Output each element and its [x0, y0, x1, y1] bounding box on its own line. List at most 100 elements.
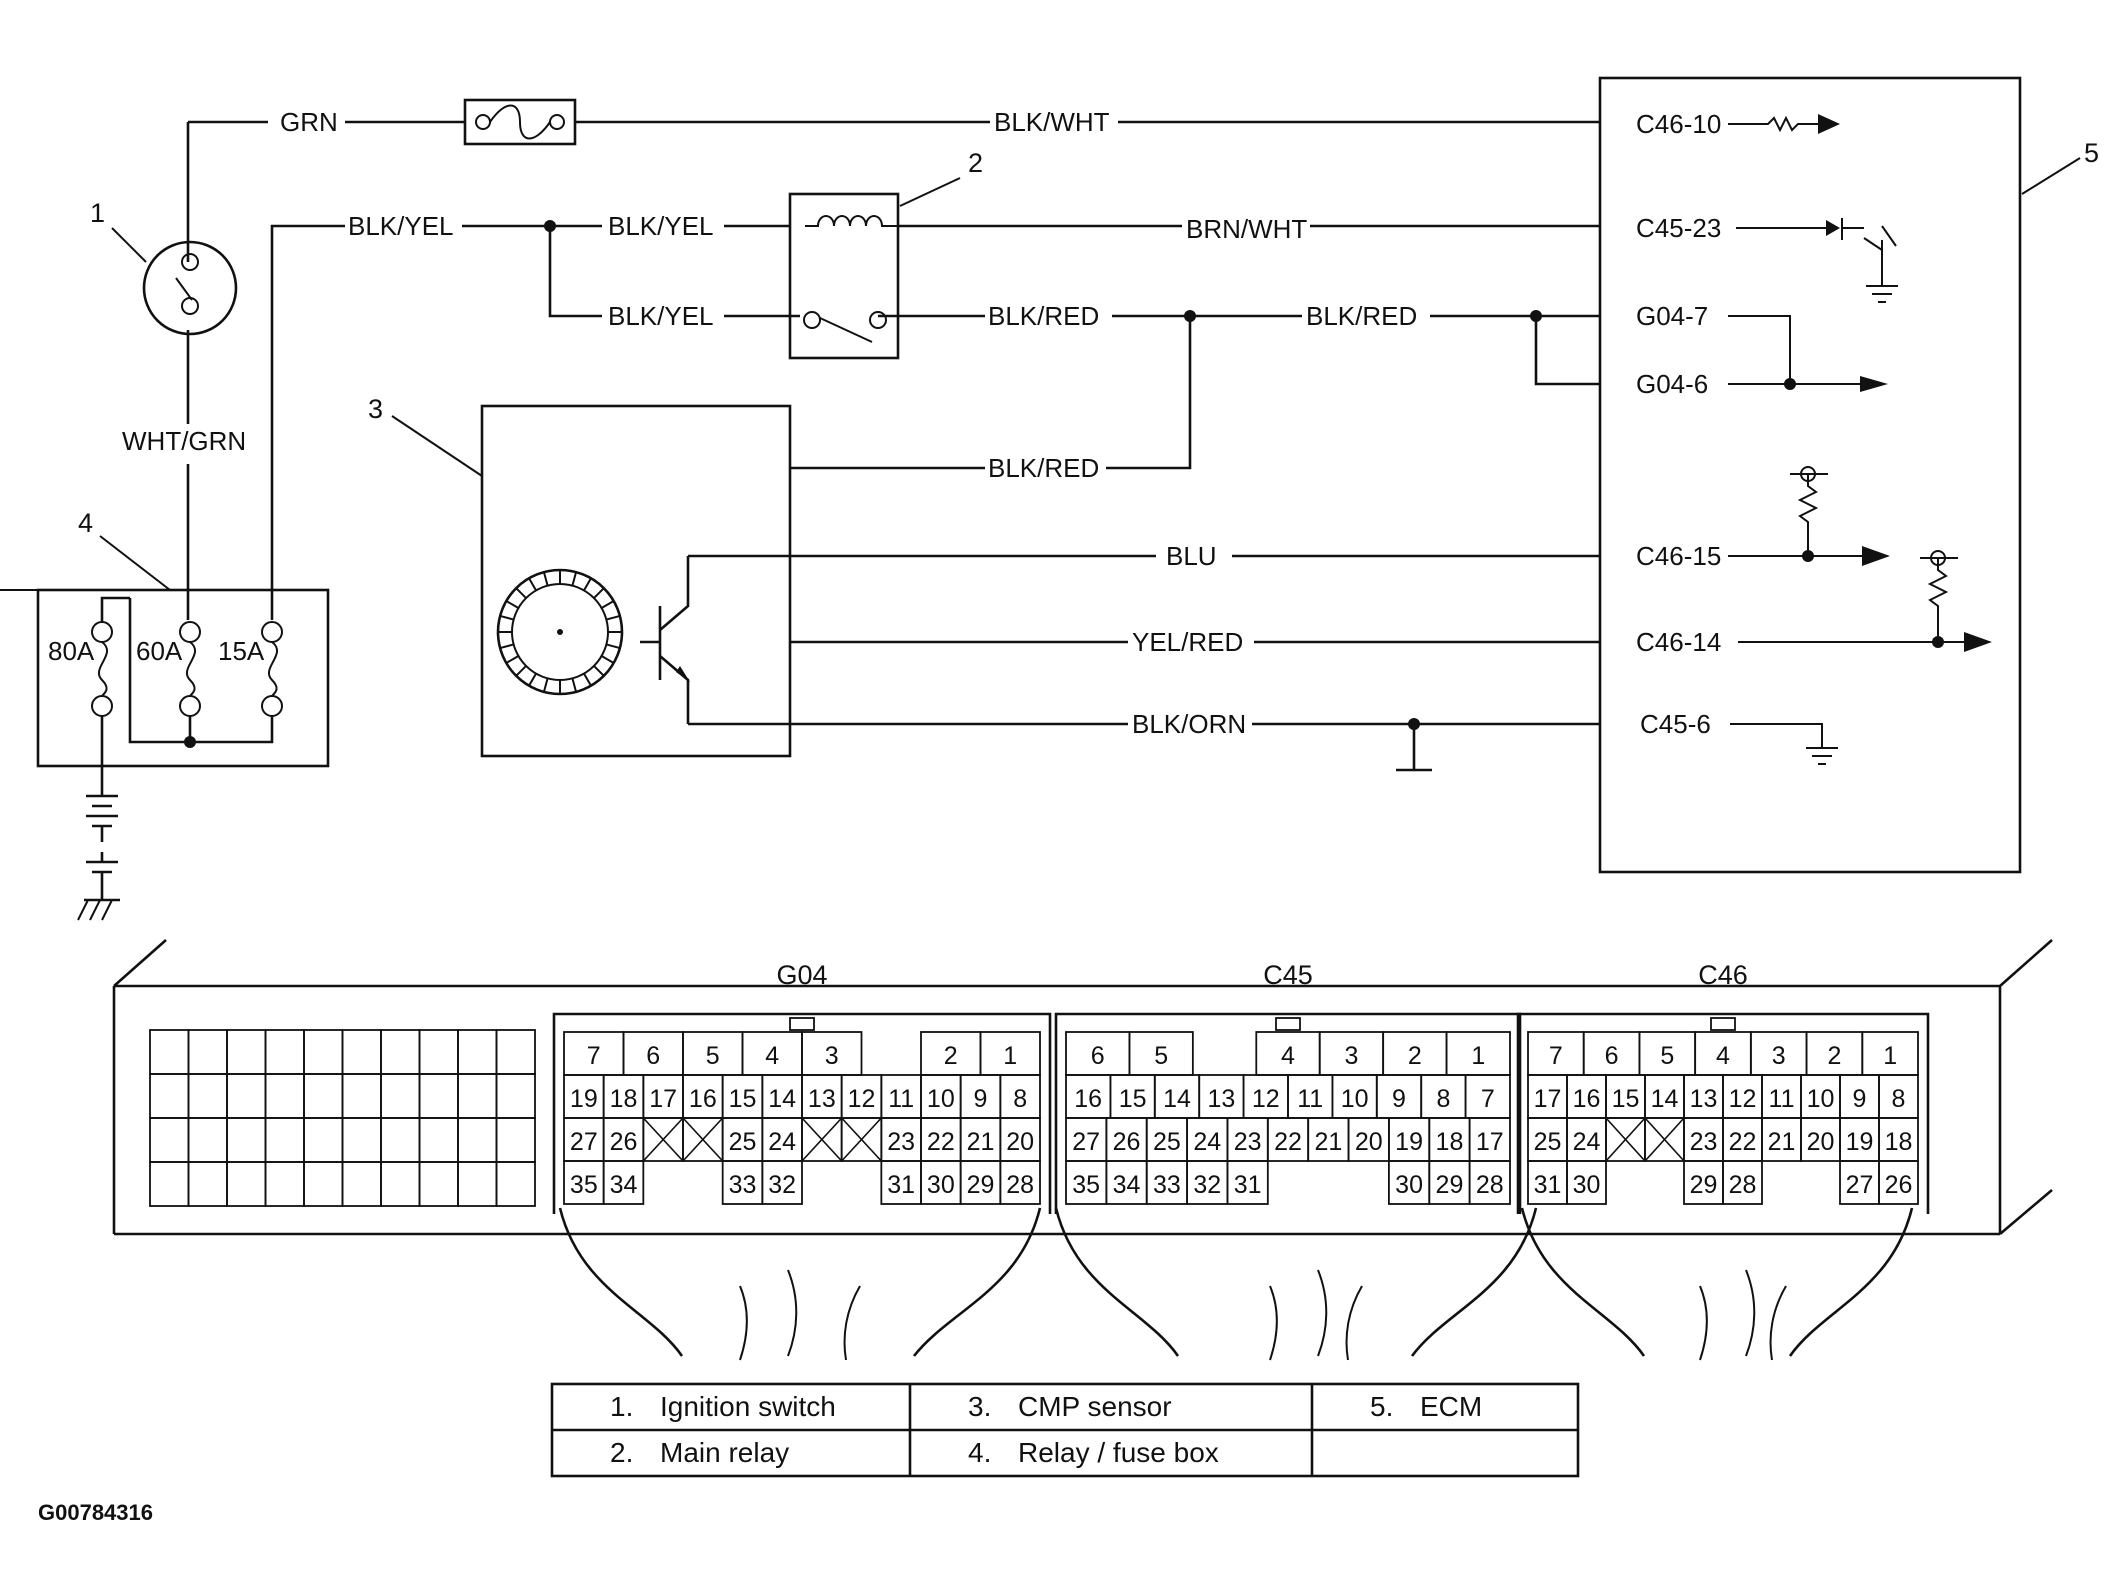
connector-pin: 28 — [1006, 1171, 1034, 1199]
connector-pin: 14 — [1163, 1085, 1191, 1113]
connector-pin: 5 — [1660, 1042, 1674, 1070]
relay-fuse-box: 4 80A 60A 15A — [0, 508, 330, 921]
connector-pin: 11 — [888, 1085, 914, 1113]
connector-pin: 13 — [808, 1085, 836, 1113]
junction-dot — [1184, 310, 1196, 322]
connector-name: C45 — [1263, 960, 1313, 990]
connector-pin: 23 — [1690, 1128, 1718, 1156]
connector-pin: 35 — [570, 1171, 598, 1199]
connector-pin: 11 — [1769, 1085, 1795, 1113]
callout-1: 1 — [90, 198, 105, 228]
connector-pin: 21 — [1314, 1128, 1342, 1156]
callout-3: 3 — [368, 394, 383, 424]
connector-pin: 10 — [1807, 1085, 1835, 1113]
connector-pin: 19 — [1395, 1128, 1423, 1156]
connector-pin: 24 — [1193, 1128, 1221, 1156]
connector-pin: 17 — [1476, 1128, 1504, 1156]
connector-pin: 19 — [570, 1085, 598, 1113]
connector-pin: 9 — [1853, 1085, 1867, 1113]
connector-pin: 21 — [1768, 1128, 1796, 1156]
connector-pin: 21 — [967, 1128, 995, 1156]
connector-pin: 31 — [887, 1171, 915, 1199]
ecm-terminal-c46-14: C46-14 — [1636, 627, 1721, 657]
legend-number: 5. — [1370, 1391, 1393, 1422]
connector-pin: 20 — [1807, 1128, 1835, 1156]
connector-pin: 29 — [967, 1171, 995, 1199]
legend-number: 1. — [610, 1391, 633, 1422]
connector-pin: 17 — [1534, 1085, 1562, 1113]
gear-teeth — [498, 570, 622, 694]
wire-blk-red-sensor — [790, 316, 1192, 470]
wire-g04-join — [1534, 316, 1600, 386]
connector-pin: 14 — [768, 1085, 796, 1113]
connector-pin: 1 — [1003, 1042, 1017, 1070]
callout-5: 5 — [2084, 138, 2099, 168]
connector-pin: 25 — [729, 1128, 757, 1156]
legend-label: Main relay — [660, 1437, 789, 1468]
legend-number: 3. — [968, 1391, 991, 1422]
connector-pin: 8 — [1892, 1085, 1906, 1113]
harness-swoops — [558, 1207, 1914, 1357]
connector-pin: 25 — [1153, 1128, 1181, 1156]
connector-pin: 22 — [927, 1128, 955, 1156]
harness-wires — [739, 1269, 1787, 1361]
connector-pin: 18 — [1885, 1128, 1913, 1156]
connector-pin: 23 — [887, 1128, 915, 1156]
connector-pin: 35 — [1072, 1171, 1100, 1199]
callout-2: 2 — [968, 148, 983, 178]
fuse-80a: 80A — [48, 636, 95, 666]
ecm-terminal-g04-6: G04-6 — [1636, 369, 1708, 399]
connector-pin: 33 — [729, 1171, 757, 1199]
cmp-sensor: 3 — [368, 394, 792, 758]
blank-connector-grid — [149, 1029, 536, 1207]
ecm-terminal-g04-7: G04-7 — [1636, 301, 1708, 331]
wire-blk-yel-upper — [270, 224, 790, 620]
connector-pin: 30 — [1573, 1171, 1601, 1199]
ecm-terminal-c46-10: C46-10 — [1636, 109, 1721, 139]
ecm: 5 C46-10 C45-23 G04-7 G04-6 C46-15 C46-1… — [1598, 76, 2099, 874]
connector-pin: 29 — [1436, 1171, 1464, 1199]
main-relay: 2 — [788, 148, 983, 360]
connector-pin: 1 — [1883, 1042, 1897, 1070]
connector-pin: 12 — [848, 1085, 876, 1113]
connector-pin: 15 — [1119, 1085, 1147, 1113]
connector-pin: 8 — [1013, 1085, 1027, 1113]
ground-hatch — [77, 899, 113, 921]
connector-pin: 17 — [649, 1085, 677, 1113]
connector-pin: 1 — [1471, 1042, 1485, 1070]
fuse-15a: 15A — [218, 636, 265, 666]
connector-pin: 5 — [1154, 1042, 1168, 1070]
fuse-60a: 60A — [136, 636, 183, 666]
wire-label-wht-grn: WHT/GRN — [122, 426, 246, 456]
wire-label-blk-wht: BLK/WHT — [994, 107, 1110, 137]
connector-pin: 19 — [1846, 1128, 1874, 1156]
wire-label-blk-orn: BLK/ORN — [1132, 709, 1246, 739]
figure-id: G00784316 — [38, 1500, 153, 1525]
connector-pin: 16 — [689, 1085, 717, 1113]
connector-pin: 3 — [1344, 1042, 1358, 1070]
connector-pin: 29 — [1690, 1171, 1718, 1199]
legend-label: Relay / fuse box — [1018, 1437, 1219, 1468]
wire-label-blk-red: BLK/RED — [988, 453, 1099, 483]
wire-label-blk-red: BLK/RED — [988, 301, 1099, 331]
connector-pin: 12 — [1252, 1085, 1280, 1113]
connector-pin: 8 — [1436, 1085, 1450, 1113]
connector-pin: 28 — [1729, 1171, 1757, 1199]
connector-pin: 13 — [1207, 1085, 1235, 1113]
connector-pin: 4 — [765, 1042, 779, 1070]
connector-pin: 34 — [610, 1171, 638, 1199]
wire-label-blk-yel: BLK/YEL — [348, 211, 454, 241]
connector-pin: 27 — [1846, 1171, 1874, 1199]
wire-label-brn-wht: BRN/WHT — [1186, 214, 1307, 244]
connector-pin: 24 — [768, 1128, 796, 1156]
wire-label-grn: GRN — [280, 107, 338, 137]
connector-pin: 3 — [1772, 1042, 1786, 1070]
callout-4: 4 — [78, 508, 93, 538]
connector-pin: 22 — [1274, 1128, 1302, 1156]
connector-pin: 20 — [1006, 1128, 1034, 1156]
connector-pin: 10 — [927, 1085, 955, 1113]
connector-name: G04 — [776, 960, 827, 990]
connector-pin: 26 — [1113, 1128, 1141, 1156]
